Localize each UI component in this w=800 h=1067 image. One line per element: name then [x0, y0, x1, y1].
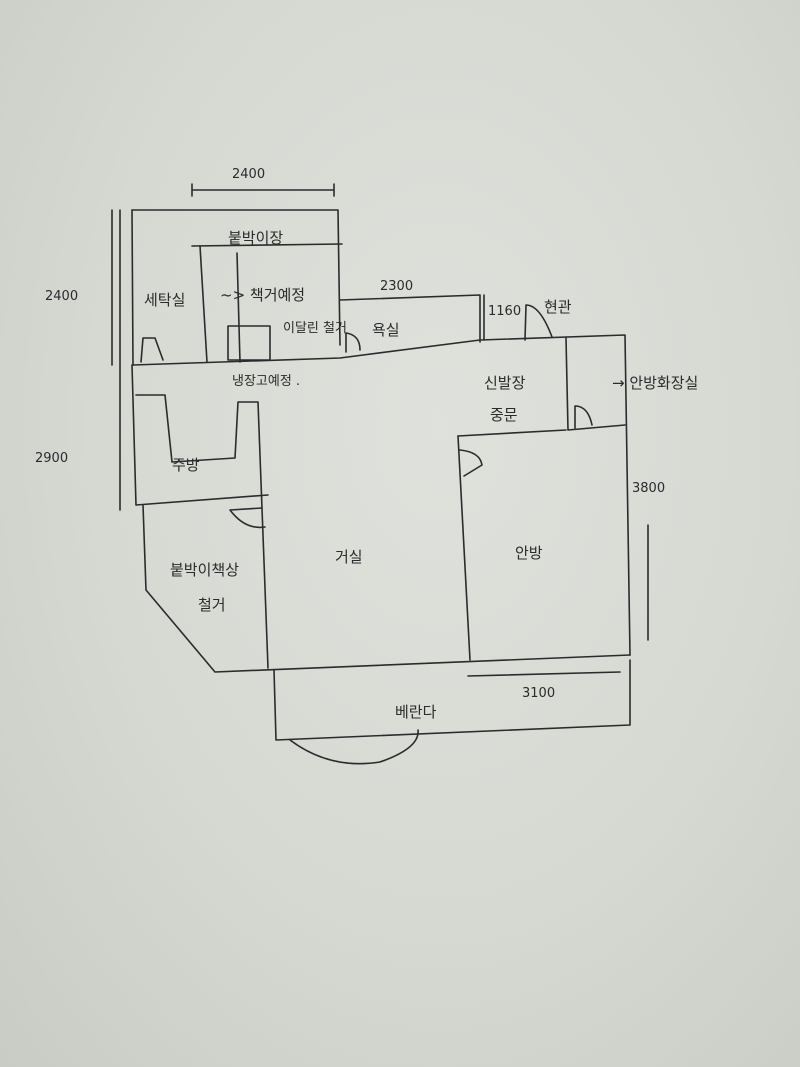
- label-master-bath: → 안방화장실: [612, 374, 698, 392]
- label-desk-removal: 철거: [198, 596, 226, 614]
- label-living-room: 거실: [335, 548, 363, 566]
- dim-entrance-depth: 1160: [488, 304, 521, 319]
- dim-left-mid-height: 2900: [35, 451, 68, 466]
- label-kitchen: 주방: [172, 456, 200, 474]
- label-middle-door: 중문: [490, 406, 518, 424]
- label-bathroom: 욕실: [372, 321, 400, 339]
- label-balcony: 베란다: [395, 703, 437, 721]
- walls: [131, 209, 631, 765]
- label-fridge-note: 냉장고예정 .: [232, 374, 300, 389]
- label-laundry: 세탁실: [144, 291, 185, 309]
- dimension-lines: [111, 183, 649, 677]
- label-desk-note: 붙박이책상: [170, 561, 239, 579]
- dim-top-width: 2400: [232, 167, 265, 182]
- label-built-in-closet: 붙박이장: [228, 229, 283, 247]
- dim-left-top-height: 2400: [45, 289, 78, 304]
- dimension-labels: 2400 2400 2300 1160 2900 3800 3100: [35, 167, 665, 701]
- dim-right-height: 3800: [632, 481, 665, 496]
- label-master-bedroom: 안방: [515, 544, 543, 562]
- doors: [140, 304, 593, 529]
- dim-bathroom-width: 2300: [380, 279, 413, 294]
- label-entrance: 현관: [544, 298, 572, 316]
- labels: 세탁실 붙박이장 ~> 책거예정 이달린 철거 냉장고예정 . 욕실 현관 신발…: [144, 229, 698, 721]
- label-removal-note: 이달린 철거: [283, 321, 347, 336]
- label-planned-note: ~> 책거예정: [220, 286, 305, 304]
- label-shoe-cabinet: 신발장: [484, 374, 526, 392]
- dim-bedroom-width: 3100: [522, 686, 555, 701]
